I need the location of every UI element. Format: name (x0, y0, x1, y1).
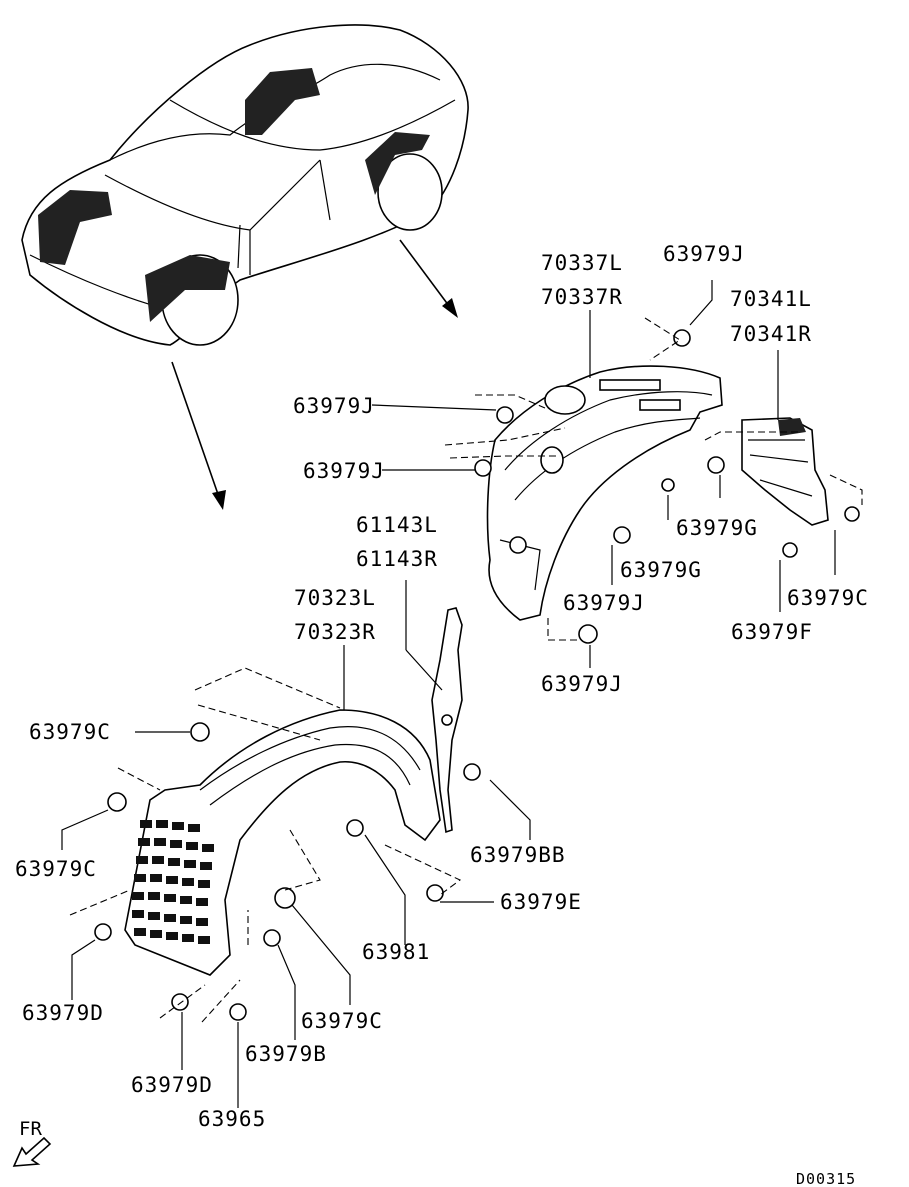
label-70323L: 70323L (294, 586, 376, 610)
label-63979G-a: 63979G (676, 516, 758, 540)
diagram-code: D00315 (796, 1170, 857, 1187)
label-70341L: 70341L (730, 287, 812, 311)
label-63979J-c: 63979J (563, 591, 645, 615)
rear-fender-liner (486, 365, 723, 621)
label-63979D-b: 63979D (131, 1073, 213, 1097)
label-63979B: 63979B (245, 1042, 327, 1066)
bracket-61143 (431, 607, 463, 834)
front-fender-liner (124, 709, 441, 976)
label-63979D-a: 63979D (22, 1001, 104, 1025)
label-63979C-c: 63979C (301, 1009, 383, 1033)
label-63979E: 63979E (500, 890, 582, 914)
label-70323R: 70323R (294, 620, 376, 644)
label-63979C-b: 63979C (15, 857, 97, 881)
label-63965: 63965 (198, 1107, 267, 1131)
leader-lines (61, 280, 836, 1108)
fasteners (94, 329, 860, 1021)
callout-arrows (171, 239, 458, 510)
label-70337L: 70337L (541, 251, 623, 275)
label-70337R: 70337R (541, 285, 623, 309)
label-63979F: 63979F (731, 620, 813, 644)
label-70341R: 70341R (730, 322, 812, 346)
label-63979J-b: 63979J (303, 459, 385, 483)
label-61143R: 61143R (356, 547, 438, 571)
dashed-guide-lines (69, 317, 863, 1023)
label-63979G-b: 63979G (620, 558, 702, 582)
car-illustration (21, 24, 469, 346)
label-61143L: 61143L (356, 513, 438, 537)
rear-splash-shield (741, 417, 829, 526)
label-63981: 63981 (362, 940, 431, 964)
front-arrow-icon (12, 1136, 52, 1167)
label-63979J-a: 63979J (293, 394, 375, 418)
label-63979J-d: 63979J (541, 672, 623, 696)
front-direction-label: FR (19, 1118, 42, 1140)
label-63979C-right: 63979C (787, 586, 869, 610)
label-63979BB: 63979BB (470, 843, 566, 867)
label-63979J-top: 63979J (663, 242, 745, 266)
label-63979C-a: 63979C (29, 720, 111, 744)
